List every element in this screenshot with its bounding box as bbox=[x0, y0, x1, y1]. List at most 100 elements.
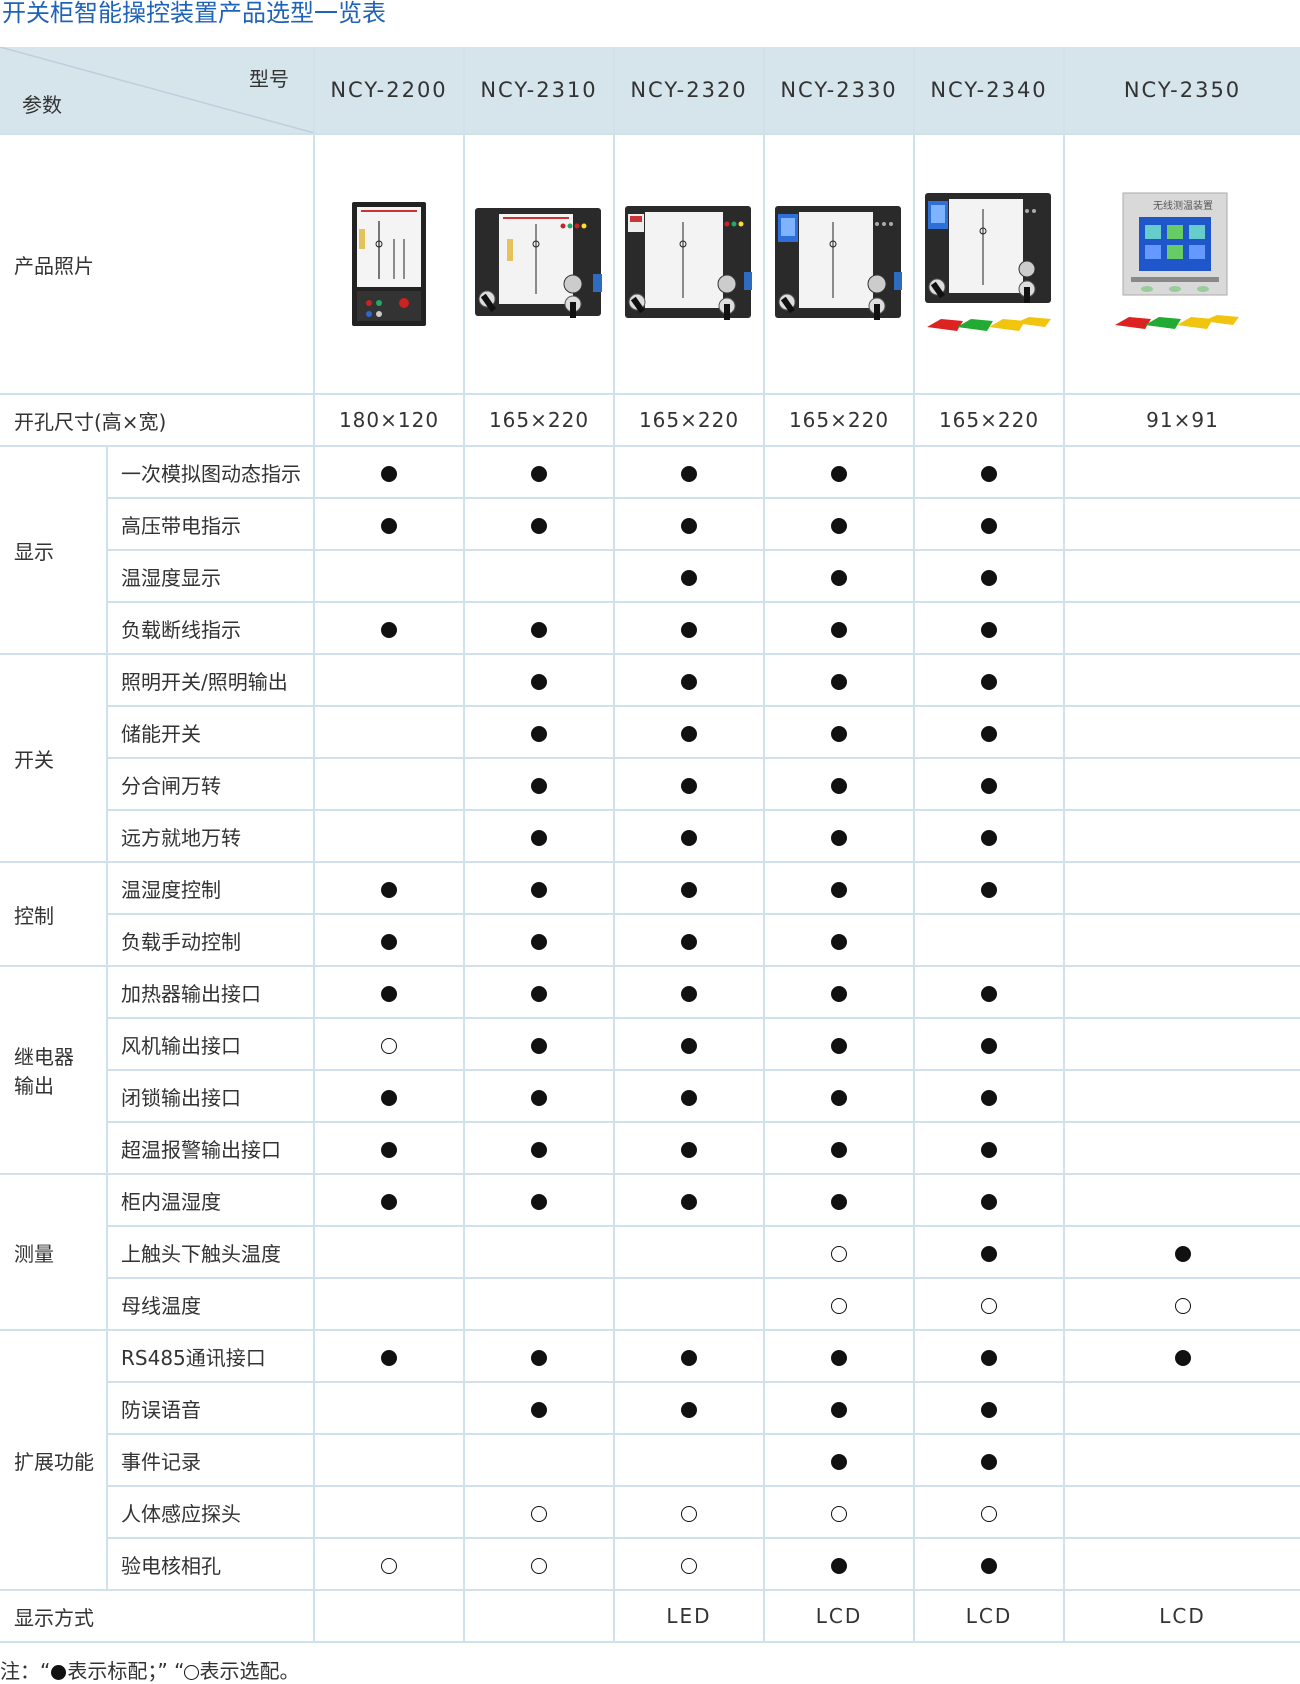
feature-label: 验电核相孔 bbox=[107, 1538, 315, 1591]
optional-circle-icon bbox=[831, 1245, 847, 1262]
standard-dot-icon bbox=[381, 517, 397, 534]
feature-cell bbox=[464, 966, 615, 1019]
optional-circle-icon bbox=[981, 1297, 997, 1314]
feature-label: 一次模拟图动态指示 bbox=[107, 446, 315, 499]
standard-dot-icon bbox=[381, 621, 397, 638]
standard-dot-icon bbox=[681, 673, 697, 690]
standard-dot-icon bbox=[831, 1141, 847, 1158]
feature-label: 温湿度显示 bbox=[107, 550, 315, 603]
standard-dot-icon bbox=[681, 777, 697, 794]
cutout-value: 165×220 bbox=[614, 394, 765, 447]
feature-cell bbox=[614, 1226, 765, 1279]
feature-cell bbox=[314, 550, 465, 603]
feature-row: 继电器 输出加热器输出接口 bbox=[0, 966, 1300, 1175]
feature-cell bbox=[464, 914, 615, 967]
feature-label: 闭锁输出接口 bbox=[107, 1070, 315, 1123]
feature-cell bbox=[464, 1330, 615, 1383]
standard-dot-icon bbox=[681, 1349, 697, 1366]
display-mode-value bbox=[464, 1590, 615, 1643]
feature-cell bbox=[764, 1018, 915, 1071]
standard-dot-icon bbox=[981, 829, 997, 846]
feature-row: 事件记录 bbox=[0, 1434, 1300, 1487]
optional-circle-icon bbox=[381, 1037, 397, 1054]
hollow-circle-icon bbox=[184, 1665, 200, 1680]
product-photo-ncy-2200 bbox=[314, 134, 465, 395]
standard-dot-icon bbox=[531, 985, 547, 1002]
standard-dot-icon bbox=[381, 933, 397, 950]
feature-cell bbox=[764, 914, 915, 967]
standard-dot-icon bbox=[831, 621, 847, 638]
feature-cell bbox=[614, 966, 765, 1019]
svg-text:无线测温装置: 无线测温装置 bbox=[1153, 199, 1213, 212]
cutout-value: 165×220 bbox=[764, 394, 915, 447]
feature-cell bbox=[914, 862, 1065, 915]
feature-cell bbox=[314, 1330, 465, 1383]
feature-cell bbox=[764, 966, 915, 1019]
standard-dot-icon bbox=[981, 1037, 997, 1054]
feature-row: 负载断线指示 bbox=[0, 602, 1300, 655]
feature-row: 分合闸万转 bbox=[0, 758, 1300, 811]
note-gap: “ bbox=[174, 1659, 185, 1683]
feature-cell bbox=[614, 1486, 765, 1539]
standard-dot-icon bbox=[531, 1193, 547, 1210]
standard-dot-icon bbox=[981, 985, 997, 1002]
feature-row: 储能开关 bbox=[0, 706, 1300, 759]
feature-cell bbox=[914, 550, 1065, 603]
feature-cell bbox=[314, 1486, 465, 1539]
feature-cell bbox=[314, 1434, 465, 1487]
feature-cell bbox=[614, 1122, 765, 1175]
feature-cell bbox=[314, 1538, 465, 1591]
feature-label: 高压带电指示 bbox=[107, 498, 315, 551]
feature-cell bbox=[614, 550, 765, 603]
page-title: 开关柜智能操控装置产品选型一览表 bbox=[2, 0, 386, 27]
feature-cell bbox=[1064, 1538, 1300, 1591]
standard-dot-icon bbox=[381, 1349, 397, 1366]
product-photo-ncy-2340 bbox=[914, 134, 1065, 395]
feature-cell bbox=[464, 1174, 615, 1227]
feature-cell bbox=[464, 602, 615, 655]
feature-row: 超温报警输出接口 bbox=[0, 1122, 1300, 1175]
feature-cell bbox=[464, 706, 615, 759]
standard-dot-icon bbox=[981, 725, 997, 742]
feature-cell bbox=[614, 1174, 765, 1227]
feature-cell bbox=[914, 602, 1065, 655]
feature-cell bbox=[764, 446, 915, 499]
feature-cell bbox=[314, 914, 465, 967]
feature-label: 加热器输出接口 bbox=[107, 966, 315, 1019]
param-axis-label: 参数 bbox=[22, 93, 62, 117]
feature-cell bbox=[764, 602, 915, 655]
feature-cell bbox=[914, 1538, 1065, 1591]
standard-dot-icon bbox=[831, 465, 847, 482]
feature-cell bbox=[764, 1382, 915, 1435]
feature-cell bbox=[1064, 914, 1300, 967]
standard-dot-icon bbox=[831, 725, 847, 742]
standard-dot-icon bbox=[531, 725, 547, 742]
feature-cell bbox=[464, 498, 615, 551]
optional-circle-icon bbox=[681, 1505, 697, 1522]
standard-dot-icon bbox=[831, 1349, 847, 1366]
feature-cell bbox=[914, 1486, 1065, 1539]
standard-dot-icon bbox=[981, 517, 997, 534]
feature-cell bbox=[764, 1070, 915, 1123]
feature-cell bbox=[314, 1278, 465, 1331]
feature-cell bbox=[614, 862, 765, 915]
standard-dot-icon bbox=[531, 881, 547, 898]
feature-row: 温湿度显示 bbox=[0, 550, 1300, 603]
feature-cell bbox=[1064, 1174, 1300, 1227]
feature-cell bbox=[764, 498, 915, 551]
model-header: NCY-2200 bbox=[314, 47, 465, 135]
feature-cell bbox=[1064, 810, 1300, 863]
feature-cell bbox=[764, 1122, 915, 1175]
feature-row: 显示一次模拟图动态指示 bbox=[0, 446, 1300, 655]
model-header: NCY-2330 bbox=[764, 47, 915, 135]
standard-dot-icon bbox=[1174, 1349, 1191, 1366]
feature-cell bbox=[914, 1018, 1065, 1071]
standard-dot-icon bbox=[981, 1089, 997, 1106]
feature-cell bbox=[464, 1070, 615, 1123]
feature-cell bbox=[914, 1174, 1065, 1227]
standard-dot-icon bbox=[681, 465, 697, 482]
optional-circle-icon bbox=[831, 1505, 847, 1522]
feature-cell bbox=[314, 966, 465, 1019]
standard-dot-icon bbox=[981, 1245, 997, 1262]
